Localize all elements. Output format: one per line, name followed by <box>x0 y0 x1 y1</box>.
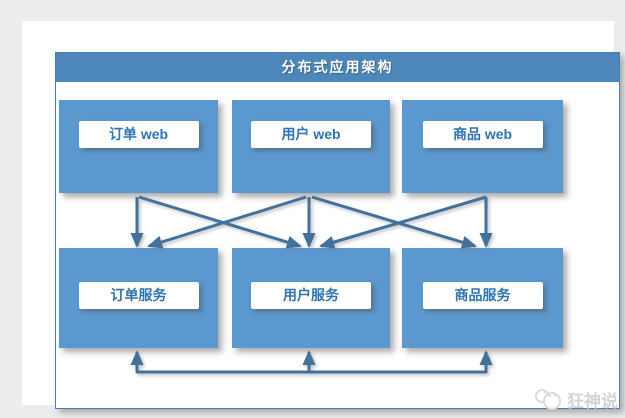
node-user-web: 用户 web <box>232 100 390 193</box>
node-product-web-label: 商品 web <box>422 121 543 148</box>
panda-logo-icon <box>535 389 561 410</box>
node-user-service: 用户服务 <box>232 248 390 348</box>
node-user-service-label: 用户服务 <box>251 282 371 309</box>
node-product-service-label: 商品服务 <box>422 282 543 309</box>
node-order-web-label: 订单 web <box>78 121 199 148</box>
diagram-title: 分布式应用架构 <box>56 53 619 82</box>
node-order-service: 订单服务 <box>59 248 218 348</box>
watermark-text: 狂神说 <box>567 391 618 411</box>
node-order-service-label: 订单服务 <box>78 282 199 309</box>
node-product-service: 商品服务 <box>402 248 563 348</box>
watermark: 狂神说 <box>533 386 618 412</box>
node-order-web: 订单 web <box>59 100 218 193</box>
node-user-web-label: 用户 web <box>251 121 371 148</box>
node-product-web: 商品 web <box>402 100 563 193</box>
